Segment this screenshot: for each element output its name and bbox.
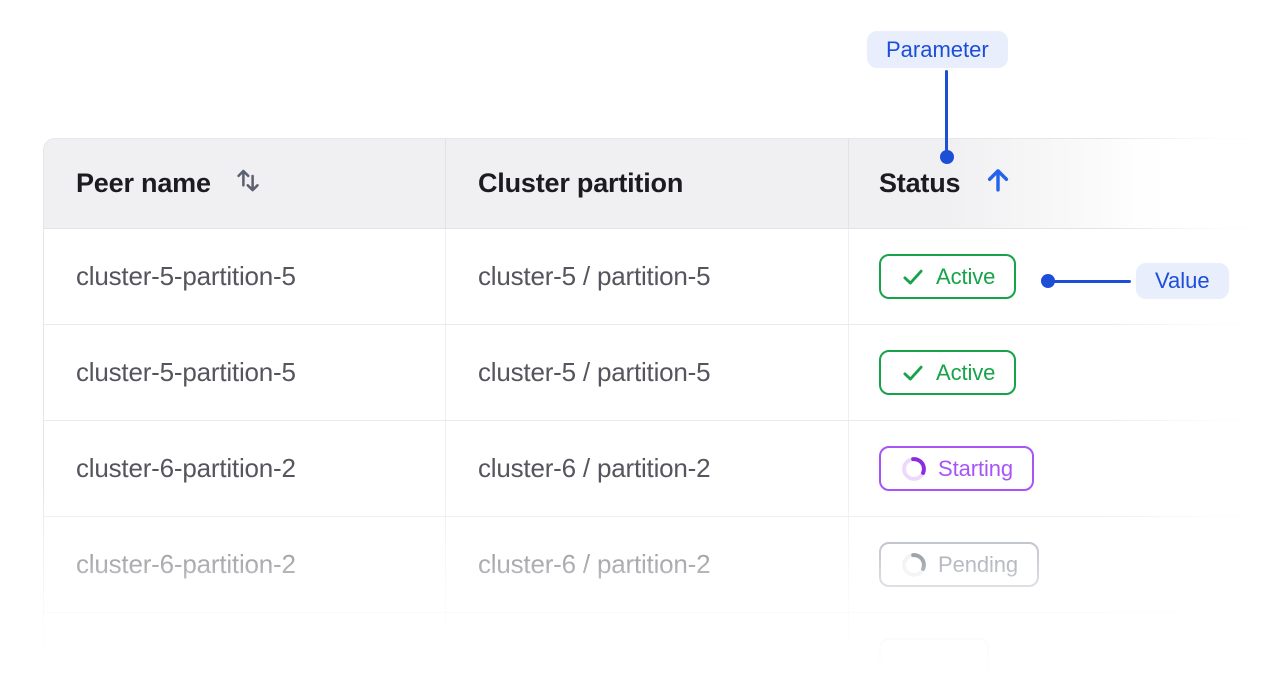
status-cell: Active [849,229,1271,324]
table-row: cluster-5-partition-5 cluster-5 / partit… [44,229,1271,325]
sort-both-icon[interactable] [233,165,263,202]
value-connector-dot [1041,274,1055,288]
table-row: cluster-6-partition-2 cluster-6 / partit… [44,421,1271,517]
status-badge-label: Active [936,359,996,385]
cluster-partition-cell [446,613,849,688]
parameter-connector-line [945,70,948,151]
status-cell: Active [849,325,1271,420]
spinner-icon [902,456,926,481]
peer-name-cell: cluster-6-partition-2 [44,517,446,612]
sort-ascending-icon[interactable] [982,164,1014,203]
table-row [44,613,1271,688]
cluster-partition-cell: cluster-6 / partition-2 [446,517,849,612]
parameter-connector-dot [940,150,954,164]
status-cell: Pending [849,517,1271,612]
status-badge-label: Pending [938,551,1019,577]
column-header-peer-name[interactable]: Peer name [44,139,446,228]
table-body: cluster-5-partition-5 cluster-5 / partit… [44,229,1271,688]
column-header-cluster-partition[interactable]: Cluster partition [446,139,849,228]
status-cell [849,613,1271,688]
table-header-row: Peer name Cluster partition Status [44,139,1271,229]
peer-name-cell: cluster-5-partition-5 [44,325,446,420]
status-badge: Pending [879,542,1040,587]
column-header-label: Cluster partition [478,168,684,198]
peer-name-cell [44,613,446,688]
value-connector-line [1052,280,1131,283]
status-badge: Starting [879,446,1035,491]
parameter-callout-label: Parameter [867,31,1008,68]
peer-name-cell: cluster-6-partition-2 [44,421,446,516]
column-header-status[interactable]: Status [849,139,1271,228]
cluster-partition-cell: cluster-5 / partition-5 [446,325,849,420]
spinner-icon [902,552,926,577]
cluster-partition-cell: cluster-6 / partition-2 [446,421,849,516]
status-badge: Active [879,254,1017,299]
peer-name-cell: cluster-5-partition-5 [44,229,446,324]
status-badge-label: Active [936,263,996,289]
check-icon [903,269,923,284]
cluster-partition-cell: cluster-5 / partition-5 [446,229,849,324]
check-icon [903,365,923,380]
table-row: cluster-6-partition-2 cluster-6 / partit… [44,517,1271,613]
column-header-label: Status [879,168,961,198]
peers-table: Peer name Cluster partition Status clust… [43,138,1272,688]
table-row: cluster-5-partition-5 cluster-5 / partit… [44,325,1271,421]
status-badge [879,638,989,683]
status-cell: Starting [849,421,1271,516]
status-badge: Active [879,350,1017,395]
value-callout-label: Value [1136,263,1229,299]
status-badge-label: Starting [938,455,1014,481]
column-header-label: Peer name [76,168,211,198]
